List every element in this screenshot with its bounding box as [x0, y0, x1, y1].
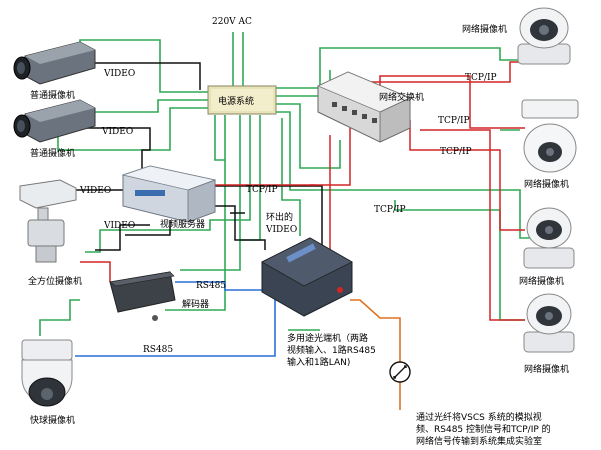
- network-camera-1-label: 网络摄像机: [462, 23, 507, 35]
- video-server-label: 视频服务器: [160, 218, 205, 230]
- video-label-2: VIDEO: [101, 127, 133, 137]
- network-lines: [80, 61, 525, 321]
- ptz-camera: [19, 179, 77, 263]
- video-label-3: VIDEO: [79, 186, 111, 196]
- fiber-terminal-label-line1: 多用途光端机（两路: [287, 332, 368, 344]
- power-system-label: 电源系统: [218, 95, 254, 107]
- tcpip-label-5: TCP/IP: [374, 205, 406, 215]
- network-camera-4: [523, 293, 575, 353]
- video-label-4: VIDEO: [103, 221, 135, 231]
- network-camera-3: [523, 207, 575, 269]
- fiber-connector-icon: [389, 361, 411, 383]
- fiber-terminal-label-line2: 视频输入、1路RS485: [287, 344, 376, 356]
- network-camera-2: [521, 99, 579, 173]
- fiber-terminal-label-line3: 输入和1路LAN): [287, 356, 350, 368]
- decoder-label: 解码器: [182, 298, 209, 310]
- speed-dome-label: 快球摄像机: [30, 414, 75, 426]
- network-switch: [317, 71, 411, 143]
- rs485-label-2: RS485: [143, 345, 173, 355]
- note-line-2: 频、RS485 控制信号和TCP/IP 的: [416, 423, 551, 435]
- video-server: [121, 165, 217, 223]
- tcpip-label-1: TCP/IP: [465, 73, 497, 83]
- network-camera-4-label: 网络摄像机: [524, 363, 569, 375]
- rs485-label-1: RS485: [196, 281, 226, 291]
- speed-dome-camera: [21, 339, 73, 407]
- network-switch-label: 网络交换机: [379, 91, 424, 103]
- power-supply: [207, 85, 277, 115]
- rs485-lines: [75, 281, 291, 357]
- fiber-line: [350, 299, 401, 410]
- video-lines: [75, 62, 323, 251]
- note-line-1: 通过光纤将VSCS 系统的模拟视: [416, 411, 542, 423]
- network-camera-1: [517, 7, 571, 65]
- ptz-camera-label: 全方位摄像机: [28, 275, 82, 287]
- network-camera-2-label: 网络摄像机: [524, 178, 569, 190]
- note-line-3: 网络信号传输到系统集成实验室: [416, 435, 542, 447]
- video-label-1: VIDEO: [103, 69, 135, 79]
- tcpip-label-3: TCP/IP: [440, 147, 472, 157]
- ordinary-camera-2: [13, 99, 96, 143]
- fiber-optic-terminal: [261, 237, 353, 317]
- power-input-label: 220V AC: [212, 17, 252, 27]
- decoder: [109, 271, 176, 321]
- tcpip-label-2: TCP/IP: [438, 116, 470, 126]
- network-camera-3-label: 网络摄像机: [519, 275, 564, 287]
- ordinary-camera-2-label: 普通摄像机: [30, 147, 75, 159]
- loop-video-label-line1: 环出的: [266, 211, 293, 223]
- ordinary-camera-1-label: 普通摄像机: [30, 89, 75, 101]
- tcpip-label-4: TCP/IP: [246, 185, 278, 195]
- ordinary-camera-1: [13, 41, 96, 85]
- loop-video-label-line2: VIDEO: [265, 225, 297, 235]
